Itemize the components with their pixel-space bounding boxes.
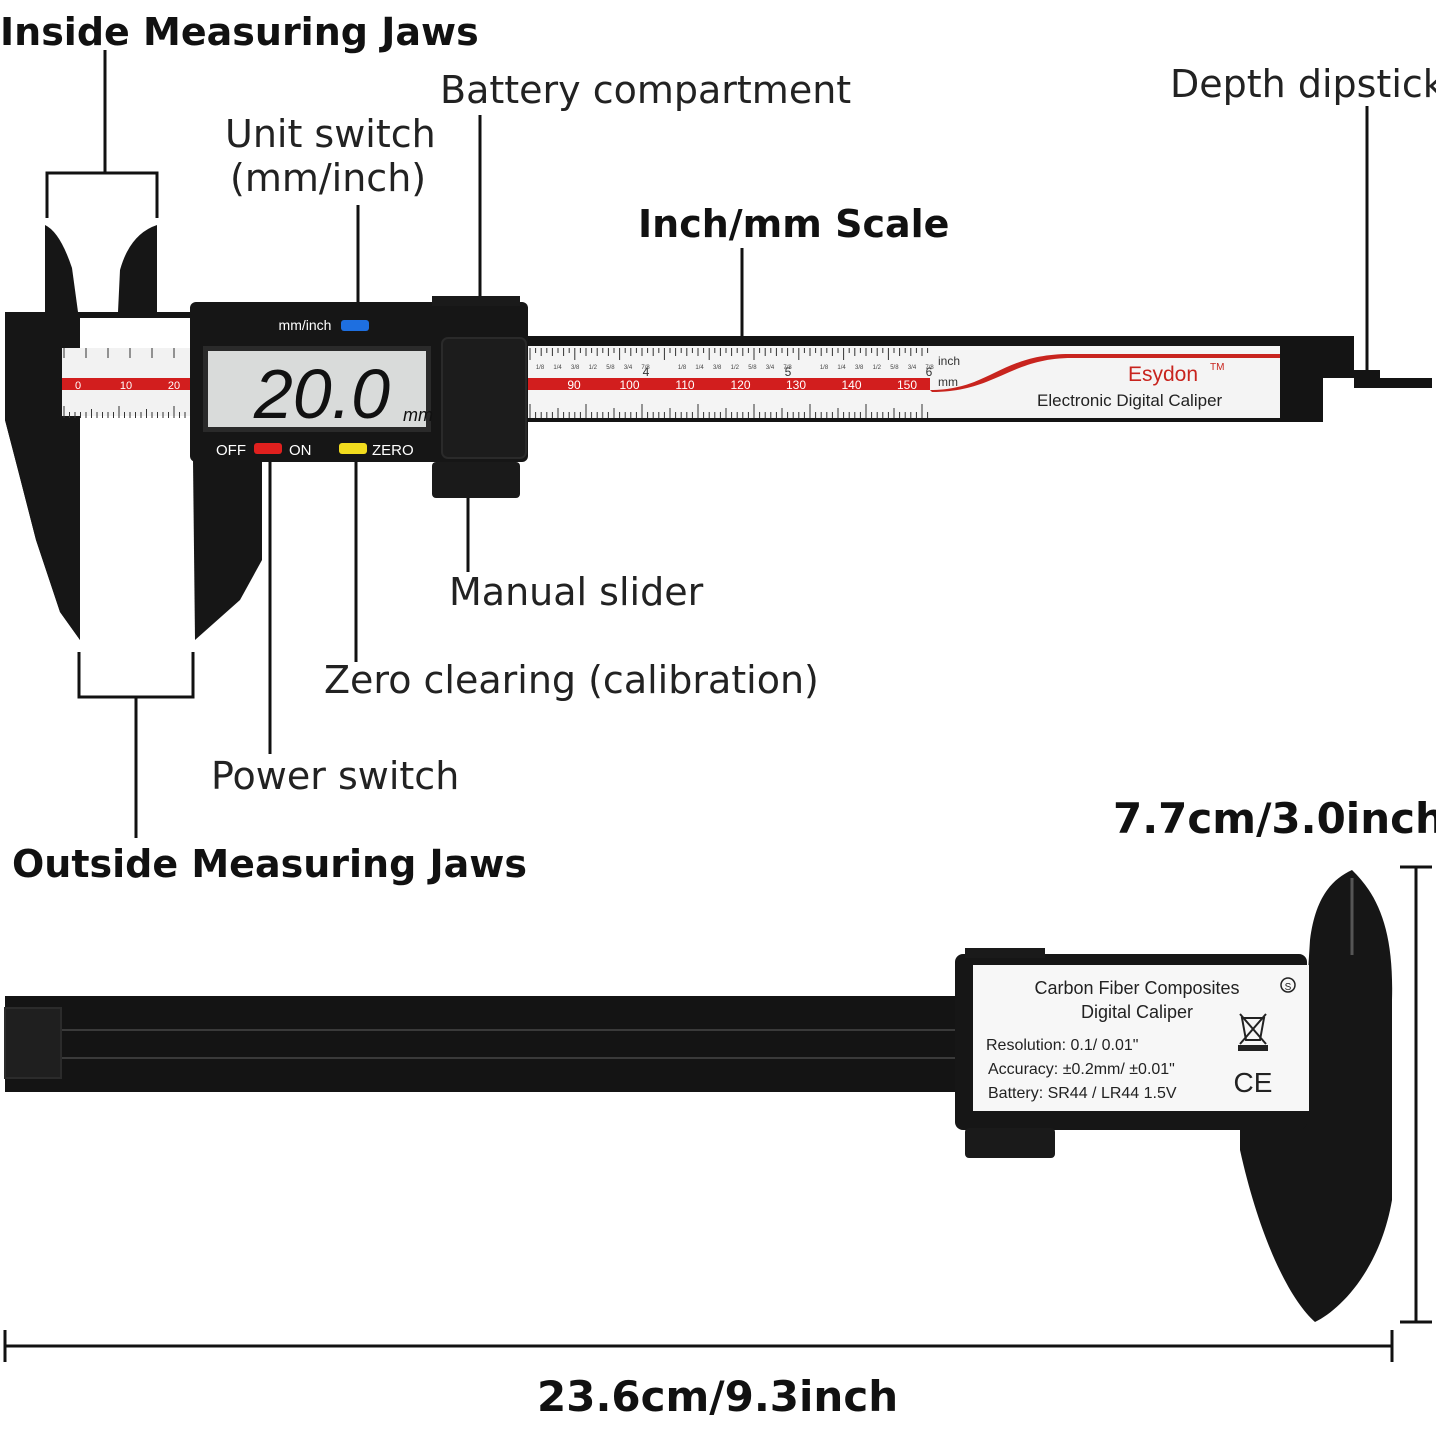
unit-switch-button[interactable]: [341, 320, 369, 331]
inch-fraction: 1/2: [731, 365, 740, 371]
product-name: Electronic Digital Caliper: [1037, 391, 1223, 410]
mm-number-right: 140: [841, 378, 861, 392]
zero-button[interactable]: [339, 443, 367, 454]
scale-label: Inch/mm Scale: [638, 202, 950, 246]
power-button[interactable]: [254, 443, 282, 454]
inch-fraction: 1/8: [536, 365, 545, 371]
spec-accuracy: Accuracy: ±0.2mm/ ±0.01": [988, 1061, 1175, 1078]
mm-number-right: 90: [567, 378, 581, 392]
mm-red-band: [528, 378, 930, 390]
sliding-inside-jaw: [118, 225, 157, 312]
manual-slider-label: Manual slider: [449, 570, 704, 614]
power-switch-label: Power switch: [211, 754, 460, 798]
lcd-screen: [208, 351, 426, 427]
off-label: OFF: [216, 442, 246, 459]
battery-compartment-label: Battery compartment: [440, 68, 852, 112]
spec-line1: Carbon Fiber Composites: [1034, 978, 1239, 998]
ce-mark: CE: [1234, 1067, 1273, 1098]
fixed-inside-jaw: [45, 225, 78, 312]
lcd-reading: 20.0: [253, 355, 390, 433]
lcd-unit: mm: [403, 405, 433, 425]
manual-slider-wheel[interactable]: [432, 462, 520, 498]
inch-fraction: 3/4: [624, 365, 633, 371]
inch-fraction: 3/8: [571, 365, 580, 371]
inch-number: 6: [926, 365, 933, 379]
length-dimension-label: 23.6cm/9.3inch: [537, 1372, 899, 1421]
zero-clearing-label: Zero clearing (calibration): [324, 658, 819, 702]
inch-fraction: 1/4: [695, 365, 704, 371]
inch-fraction: 5/8: [748, 365, 757, 371]
inch-number: 4: [643, 365, 650, 379]
mm-number-left: 0: [75, 380, 81, 392]
mm-number-right: 120: [730, 378, 750, 392]
outside-jaws-label: Outside Measuring Jaws: [12, 842, 528, 886]
scale-mm-label: mm: [938, 375, 958, 389]
trademark: TM: [1210, 362, 1224, 373]
inch-fraction: 1/4: [837, 365, 846, 371]
back-beam: [5, 996, 1005, 1092]
back-jaw: [1240, 870, 1393, 1322]
inch-fraction: 1/2: [873, 365, 882, 371]
inch-fraction: 3/8: [855, 365, 864, 371]
battery-cover: [441, 337, 527, 459]
depth-dipstick-label: Depth dipstick: [1170, 62, 1436, 106]
spec-battery: Battery: SR44 / LR44 1.5V: [988, 1085, 1177, 1102]
inch-fraction: 1/8: [820, 365, 829, 371]
mm-number-right: 150: [897, 378, 917, 392]
spec-label: [973, 965, 1309, 1111]
unit-switch-sublabel: (mm/inch): [230, 156, 427, 200]
spec-line2: Digital Caliper: [1081, 1002, 1193, 1022]
inch-number: 5: [785, 365, 792, 379]
inch-fraction: 7/8: [641, 365, 650, 371]
inch-fraction: 5/8: [606, 365, 615, 371]
inch-fraction: 3/4: [766, 365, 775, 371]
caliper-back: Carbon Fiber Composites Digital Caliper …: [4, 870, 1393, 1322]
sliding-outside-jaw: [193, 460, 262, 640]
s-mark-icon: [1280, 977, 1296, 993]
s-mark: S: [1285, 982, 1292, 993]
caliper-front: 20.0 mm mm/inch OFF ON ZERO 0 10 20 90 100 11…: [5, 225, 1432, 640]
inch-fraction: 1/2: [589, 365, 598, 371]
inch-fraction: 3/8: [713, 365, 722, 371]
scale-inch-label: inch: [938, 354, 960, 368]
inch-fraction: 1/8: [678, 365, 687, 371]
spec-resolution: Resolution: 0.1/ 0.01": [986, 1037, 1138, 1054]
inch-fraction: 7/8: [925, 365, 934, 371]
inch-fraction: 7/8: [783, 365, 792, 371]
unit-button-label: mm/inch: [279, 317, 332, 333]
mm-number-right: 130: [786, 378, 806, 392]
inch-fraction: 1/4: [553, 365, 562, 371]
depth-rod: [1354, 370, 1432, 388]
inside-jaws-label: Inside Measuring Jaws: [0, 10, 479, 54]
mm-number-left: 10: [120, 380, 132, 392]
mm-number-right: 110: [675, 378, 694, 392]
height-dimension-label: 7.7cm/3.0inch: [1113, 794, 1436, 843]
inch-fraction: 5/8: [890, 365, 899, 371]
weee-bin-icon: [1238, 1013, 1268, 1051]
brand-name: Esydon: [1128, 363, 1198, 386]
inch-fraction: 3/4: [908, 365, 917, 371]
on-label: ON: [289, 442, 312, 459]
zero-label: ZERO: [372, 442, 414, 459]
unit-switch-label: Unit switch: [225, 112, 436, 156]
mm-number-right: 100: [619, 378, 639, 392]
dimension-lines: [3, 865, 1432, 1362]
mm-number-left: 20: [168, 380, 180, 392]
